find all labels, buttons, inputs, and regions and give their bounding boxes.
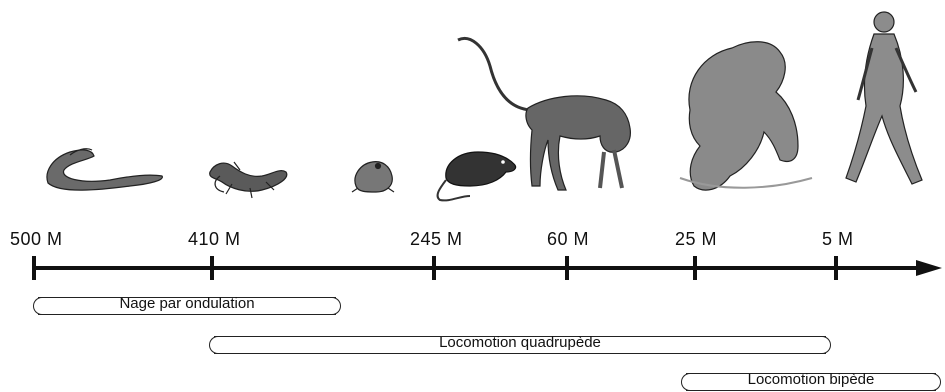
tick-label-410: 410 M xyxy=(188,229,241,250)
band-label-nage: Nage par ondulation xyxy=(39,295,335,312)
tick-label-5: 5 M xyxy=(822,229,854,250)
animal-illustrations xyxy=(0,0,945,230)
tick-label-60: 60 M xyxy=(547,229,589,250)
gorilla-icon xyxy=(680,42,812,190)
lizard-icon xyxy=(210,162,287,198)
band-label-bipede: Locomotion bipède xyxy=(687,371,935,388)
eel-icon xyxy=(47,149,162,190)
band-locomotion-quadrupede: Locomotion quadrupède xyxy=(214,336,826,354)
band-locomotion-bipede: Locomotion bipède xyxy=(686,373,936,391)
human-icon xyxy=(846,12,922,184)
tick-label-500: 500 M xyxy=(10,229,63,250)
rat-icon xyxy=(438,152,516,200)
tick-label-245: 245 M xyxy=(410,229,463,250)
band-nage-ondulation: Nage par ondulation xyxy=(38,297,336,315)
band-label-quadrupede: Locomotion quadrupède xyxy=(215,334,825,351)
frog-icon xyxy=(352,162,394,192)
timeline-axis xyxy=(0,240,945,300)
tick-label-25: 25 M xyxy=(675,229,717,250)
axis-arrowhead xyxy=(916,260,942,276)
